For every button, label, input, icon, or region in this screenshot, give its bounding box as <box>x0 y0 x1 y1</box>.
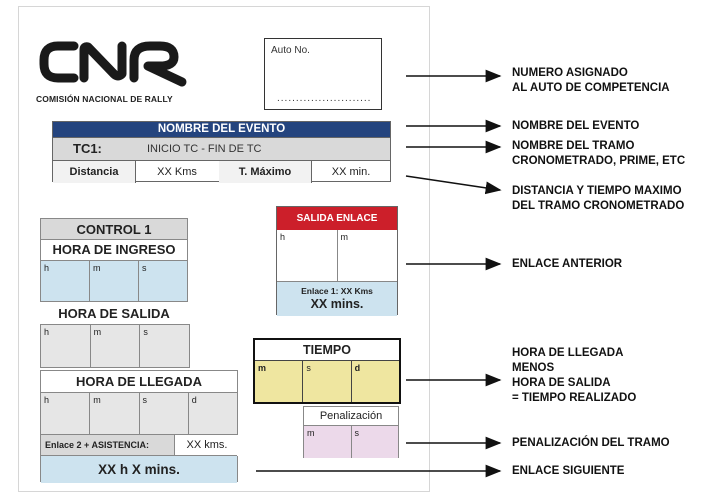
hora-ingreso-label: HORA DE INGRESO <box>52 242 176 257</box>
annotation-line: ENLACE SIGUIENTE <box>512 465 625 477</box>
llegada-cell-d[interactable]: d <box>188 392 237 434</box>
hora-salida-label: HORA DE SALIDA <box>58 306 170 321</box>
cell-label: s <box>306 363 311 373</box>
annotation-tiempo: HORA DE LLEGADA MENOS HORA DE SALIDA = T… <box>512 346 636 406</box>
enlace2-row: Enlace 2 + ASISTENCIA: XX kms. <box>41 434 239 456</box>
distancia-label: Distancia <box>53 161 136 183</box>
annotation-line: NOMBRE DEL EVENTO <box>512 120 640 132</box>
event-box: NOMBRE DEL EVENTO TC1: INICIO TC - FIN D… <box>52 121 391 183</box>
annotation-line: HORA DE LLEGADA <box>512 347 624 359</box>
hora-ingreso-block: HORA DE INGRESO h m s <box>40 240 188 302</box>
tc-row: TC1: INICIO TC - FIN DE TC <box>53 137 390 161</box>
tc-value: INICIO TC - FIN DE TC <box>147 143 262 155</box>
hora-llegada-cells: h m s d <box>41 392 237 434</box>
auto-number-label: Auto No. <box>271 45 310 56</box>
tiempo-title: TIEMPO <box>255 340 399 360</box>
annotation-evento: NOMBRE DEL EVENTO <box>512 119 639 134</box>
annotation-line: PENALIZACIÓN DEL TRAMO <box>512 437 670 449</box>
tiempo-cell-m[interactable]: m <box>255 360 304 402</box>
control-title: CONTROL 1 <box>76 222 152 237</box>
tiempo-cell-s[interactable]: s <box>303 360 352 402</box>
cell-label: m <box>258 363 267 373</box>
tmax-label: T. Máximo <box>219 161 312 183</box>
cell-label: m <box>93 263 101 273</box>
cell-label: s <box>142 263 147 273</box>
llegada-cell-m[interactable]: m <box>90 392 140 434</box>
cell-label: m <box>93 395 101 405</box>
penalizacion-box: Penalización m s <box>303 406 399 458</box>
logo-subtitle: COMISIÓN NACIONAL DE RALLY <box>36 94 173 104</box>
llegada-cell-s[interactable]: s <box>139 392 189 434</box>
annotation-line: NUMERO ASIGNADO <box>512 67 628 79</box>
cell-label: m <box>93 327 102 337</box>
event-title: NOMBRE DEL EVENTO <box>53 122 390 137</box>
enlace-total: XX h X mins. <box>41 455 237 483</box>
salida-enlace-cell-m[interactable]: m <box>338 230 398 281</box>
ingreso-cell-h[interactable]: h <box>41 260 90 301</box>
distance-row: Distancia XX Kms T. Máximo XX min. <box>53 160 390 183</box>
enlace1-area: Enlace 1: XX Kms XX mins. <box>277 281 397 316</box>
annotation-line: ENLACE ANTERIOR <box>512 258 623 270</box>
salida-enlace-title: SALIDA ENLACE <box>277 207 397 230</box>
cell-label: m <box>340 232 349 242</box>
cnr-logo <box>39 41 187 87</box>
arrow-distancia <box>405 175 502 195</box>
cell-label: m <box>307 428 315 438</box>
salida-enlace-cell-h[interactable]: h <box>277 230 338 281</box>
annotation-distancia: DISTANCIA Y TIEMPO MAXIMO DEL TRAMO CRON… <box>512 184 684 214</box>
annotation-line: MENOS <box>512 362 555 374</box>
cell-label: h <box>44 395 50 405</box>
hora-ingreso-cells: h m s <box>41 260 187 301</box>
tmax-value: XX min. <box>331 166 371 178</box>
annotation-enlace-anterior: ENLACE ANTERIOR <box>512 257 622 272</box>
annotation-tramo: NOMBRE DEL TRAMO CRONOMETRADO, PRIME, ET… <box>512 139 685 169</box>
annotation-line: DISTANCIA Y TIEMPO MAXIMO <box>512 185 682 197</box>
salida-cell-h[interactable]: h <box>41 325 91 367</box>
cell-label: s <box>142 395 148 405</box>
salida-cell-m[interactable]: m <box>91 325 141 367</box>
penal-cell-s[interactable]: s <box>351 425 398 458</box>
enlace2-value: XX kms. <box>174 435 239 456</box>
tc-label: TC1: <box>73 141 102 156</box>
control-header: CONTROL 1 <box>40 218 188 240</box>
annotation-line: DEL TRAMO CRONOMETRADO <box>512 200 685 212</box>
enlace2-label: Enlace 2 + ASISTENCIA: <box>45 440 149 450</box>
cell-label: h <box>44 327 50 337</box>
enlace1-label: Enlace 1: XX Kms <box>301 286 373 296</box>
salida-enlace-cells: h m <box>277 230 397 281</box>
annotation-line: AL AUTO DE COMPETENCIA <box>512 82 670 94</box>
hora-salida-block: HORA DE SALIDA h m s <box>40 304 190 368</box>
tiempo-box: TIEMPO m s d <box>253 338 401 404</box>
tiempo-cell-d[interactable]: d <box>351 360 399 402</box>
penalizacion-cells: m s <box>304 425 398 458</box>
llegada-cell-h[interactable]: h <box>41 392 91 434</box>
ingreso-cell-m[interactable]: m <box>90 260 139 301</box>
annotation-line: HORA DE SALIDA <box>512 377 611 389</box>
salida-cell-s[interactable]: s <box>140 325 189 367</box>
cell-label: h <box>280 232 286 242</box>
auto-number-line: ......................... <box>277 93 372 104</box>
annotation-auto: NUMERO ASIGNADO AL AUTO DE COMPETENCIA <box>512 66 670 96</box>
cell-label: s <box>143 327 148 337</box>
penal-cell-m[interactable]: m <box>304 425 352 458</box>
annotation-line: CRONOMETRADO, PRIME, ETC <box>512 155 686 167</box>
ingreso-cell-s[interactable]: s <box>139 260 187 301</box>
annotation-line: NOMBRE DEL TRAMO <box>512 140 635 152</box>
annotation-penalizacion: PENALIZACIÓN DEL TRAMO <box>512 436 670 451</box>
cell-label: d <box>354 363 361 373</box>
hora-llegada-label: HORA DE LLEGADA <box>76 374 202 389</box>
penalizacion-title: Penalización <box>304 407 398 425</box>
cell-label: d <box>191 395 197 405</box>
hora-llegada-block: HORA DE LLEGADA h m s d Enlace 2 + ASIST… <box>40 370 239 483</box>
annotation-line: = TIEMPO REALIZADO <box>512 392 637 404</box>
cell-label: h <box>44 263 50 273</box>
tiempo-cells: m s d <box>255 360 399 402</box>
annotation-enlace-siguiente: ENLACE SIGUIENTE <box>512 464 624 479</box>
auto-number-box: Auto No. ......................... <box>264 38 382 110</box>
cell-label: s <box>354 428 360 438</box>
enlace1-mins: XX mins. <box>310 297 364 311</box>
salida-enlace-box: SALIDA ENLACE h m Enlace 1: XX Kms XX mi… <box>276 206 398 316</box>
hora-salida-cells: h m s <box>40 324 190 368</box>
